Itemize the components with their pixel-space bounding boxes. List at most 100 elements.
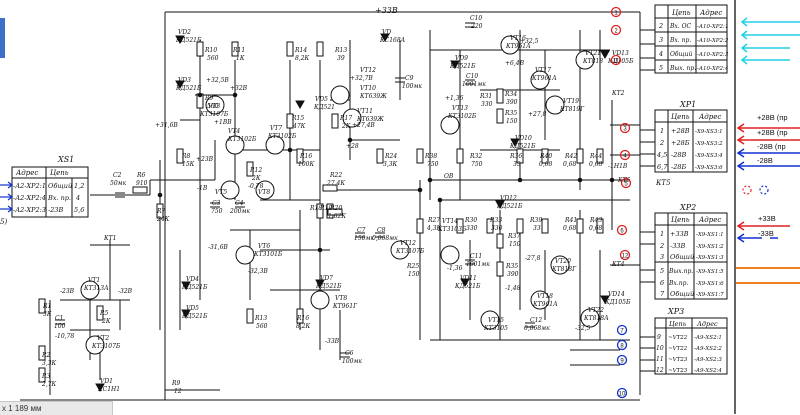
- component-label: -33В: [325, 338, 340, 345]
- component-label: 33: [533, 225, 541, 232]
- component-label: R12: [249, 167, 262, 174]
- component-label: 750: [471, 161, 483, 168]
- component-label: VT5: [215, 189, 227, 196]
- xs1-row2-address: -А2-ХР2:4: [13, 194, 46, 202]
- xp3-connector-table: ХР3 Цепь Адрес 9 ~VТ22 -А9-ХS2:1 10 ~VТ2…: [654, 307, 728, 375]
- pin-marker: 11: [610, 54, 622, 66]
- xp3-header-circuit: Цепь: [669, 320, 687, 328]
- component-label: R25: [406, 263, 419, 270]
- component-label: R27: [427, 217, 440, 224]
- component-label: VT13: [452, 105, 468, 112]
- xp3-row1-pin: 9: [657, 334, 661, 341]
- xp1-row1-circuit: +28В: [671, 127, 690, 135]
- xs1-row2-pin: 4: [75, 194, 80, 202]
- component-label: 100мк: [402, 83, 422, 90]
- component-label: КТ818: [582, 58, 603, 65]
- component-label: R11: [232, 47, 245, 54]
- component-label: C10: [466, 73, 478, 80]
- xp2-row2-pin: 2: [659, 242, 664, 250]
- component-label: 0,068мк: [372, 235, 398, 242]
- component-label: 330: [491, 225, 503, 232]
- circuit-components: [38, 22, 615, 393]
- xs1-row1-circuit: Общий: [48, 182, 72, 190]
- xs1-header-circuit: Цепь: [50, 169, 69, 177]
- component-label: КТ818Г: [551, 266, 577, 273]
- component-label: 8,2К: [295, 55, 310, 62]
- component-label: 100: [54, 323, 66, 330]
- component-label: R19: [319, 205, 332, 212]
- side-power-labels: +28В (пр +28В (пр -28В (пр -28В +33В -33…: [757, 113, 788, 238]
- component-label: 3,3К: [42, 360, 57, 367]
- component-label: VD11: [460, 275, 477, 282]
- xs1-row2-circuit: Вх. пр.: [47, 194, 71, 202]
- component-label: VD13: [612, 50, 629, 57]
- component-label: 330: [481, 101, 493, 108]
- component-label: 47К: [292, 123, 306, 130]
- component-label: 2К: [101, 318, 111, 325]
- component-label: VT3: [208, 103, 220, 110]
- component-label: 0,068мк: [524, 325, 550, 332]
- component-label: VD1: [100, 378, 113, 385]
- component-label: 150: [509, 241, 521, 248]
- component-label: R15: [291, 115, 304, 122]
- component-label: 0,68: [539, 161, 553, 168]
- xp2-header-address: Адрес: [698, 216, 721, 224]
- component-label: R32: [469, 153, 482, 160]
- xs1-row3-pin: 5,6: [74, 206, 84, 214]
- pin-marker: 3: [619, 122, 631, 134]
- component-label: 24К: [156, 216, 170, 223]
- component-label: C6: [345, 350, 354, 357]
- component-label: КД521Б: [449, 63, 476, 70]
- svg-text:11: 11: [613, 59, 620, 65]
- component-label: КТ3103Б: [437, 226, 467, 233]
- xp2-row4-pin: 5: [660, 267, 664, 275]
- xs1-blue-arrows: [0, 181, 13, 213]
- tr-row4-pin: 5: [659, 64, 663, 72]
- component-label: VT17: [535, 67, 551, 74]
- component-label: R33: [489, 217, 502, 224]
- component-label: VT15: [488, 317, 504, 324]
- component-label: КТ3107Б: [91, 343, 121, 350]
- svg-text:6: 6: [620, 229, 624, 235]
- component-label: КТ3107Б: [199, 111, 229, 118]
- xs1-row1-pin: 1,2: [74, 182, 84, 190]
- svg-text:3: 3: [623, 127, 627, 133]
- xp1-header-circuit: Цепь: [671, 113, 690, 121]
- xp3-row3-address: -А9-ХS2:3: [694, 357, 722, 363]
- component-label: R16: [299, 153, 312, 160]
- component-label: C3: [212, 200, 221, 207]
- component-label: R5: [99, 310, 109, 317]
- svg-text:4: 4: [623, 154, 627, 160]
- component-label: R9: [171, 380, 181, 387]
- xp2-row2-address: -Х9-ХS1:2: [696, 244, 724, 250]
- component-label: R17: [339, 115, 352, 122]
- component-label: 1,82К: [328, 213, 346, 220]
- component-label: 100К: [298, 161, 314, 168]
- component-label: -1В: [197, 185, 208, 192]
- xp2-row5-circuit: Вх.пр.: [668, 280, 688, 287]
- component-label: R44: [589, 153, 602, 160]
- component-label: VT12: [400, 240, 416, 247]
- component-label: КТ961А: [532, 301, 558, 308]
- component-label: VD9: [455, 55, 468, 62]
- xp2-title: XP2: [679, 203, 696, 212]
- component-label: 1К: [236, 55, 245, 62]
- component-label: VT18: [537, 293, 553, 300]
- component-label: ОВ: [444, 173, 454, 180]
- xp1-note: КТ5: [655, 179, 671, 187]
- svg-text:9: 9: [620, 359, 624, 365]
- component-label: 560: [256, 323, 268, 330]
- component-label: 150мк: [354, 235, 374, 242]
- left-panel-tab[interactable]: [0, 18, 5, 58]
- component-label: -1Н1В: [608, 163, 628, 170]
- component-label: C1: [55, 315, 63, 322]
- component-label: 50мк: [110, 180, 127, 187]
- component-label: 0,68: [563, 161, 577, 168]
- component-label: 0,68: [589, 161, 603, 168]
- component-label: +31,6В: [155, 122, 178, 129]
- component-label: R18: [309, 205, 322, 212]
- component-label: +27,4В: [352, 122, 375, 129]
- component-label: R2: [41, 352, 51, 359]
- tr-row2-pin: 3: [659, 36, 663, 44]
